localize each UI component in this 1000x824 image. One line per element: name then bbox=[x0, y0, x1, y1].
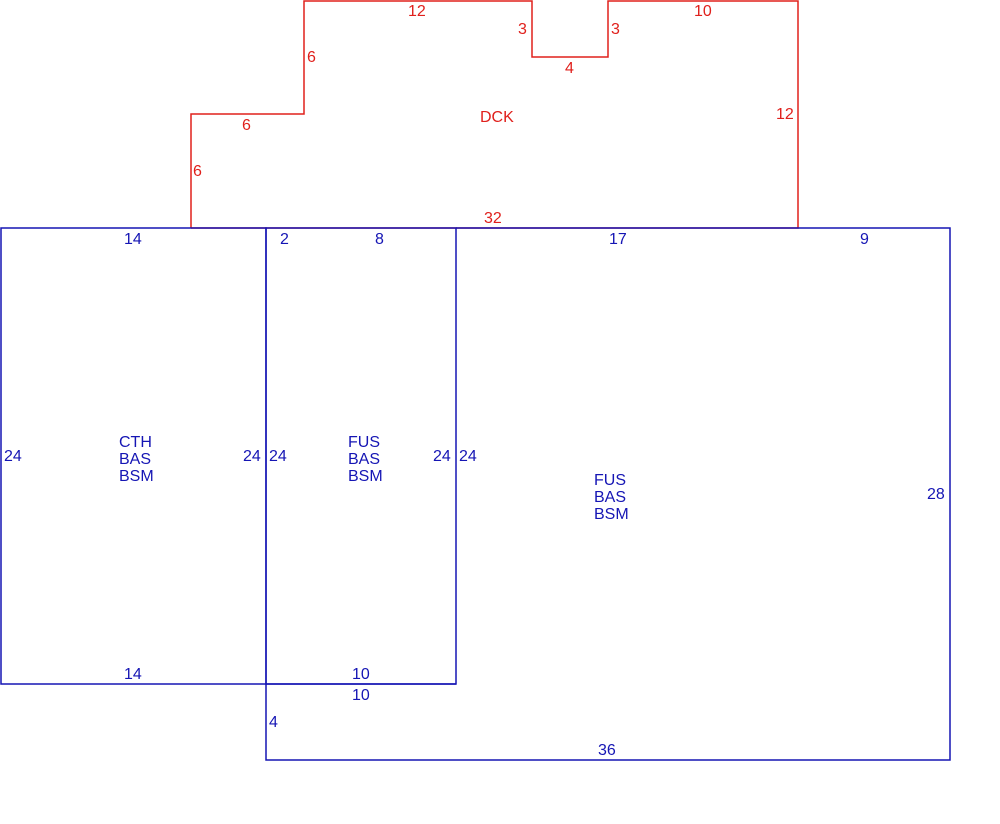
deck-dim-bottom: 32 bbox=[484, 210, 502, 227]
middle-label-3: BSM bbox=[348, 468, 383, 485]
right-section-outline bbox=[265, 227, 951, 761]
middle-dim-right: 24 bbox=[433, 448, 451, 465]
deck-dim-step-horizontal: 6 bbox=[242, 117, 251, 134]
right-dim-left: 24 bbox=[459, 448, 477, 465]
left-label-3: BSM bbox=[119, 468, 154, 485]
left-dim-left: 24 bbox=[4, 448, 22, 465]
right-dim-lower-top: 10 bbox=[352, 687, 370, 704]
middle-dim-top-a: 2 bbox=[280, 231, 289, 248]
deck-dim-step-left: 6 bbox=[193, 163, 202, 180]
deck-dim-step-top-left: 6 bbox=[307, 49, 316, 66]
right-dim-top-b: 9 bbox=[860, 231, 869, 248]
right-dim-bottom: 36 bbox=[598, 742, 616, 759]
middle-dim-bottom: 10 bbox=[352, 666, 370, 683]
middle-label-1: FUS bbox=[348, 434, 380, 451]
right-dim-right: 28 bbox=[927, 486, 945, 503]
right-label-1: FUS bbox=[594, 472, 626, 489]
deck-outline bbox=[190, 0, 799, 229]
left-label-1: CTH bbox=[119, 434, 152, 451]
deck-dim-notch-right: 3 bbox=[611, 21, 620, 38]
left-dim-top: 14 bbox=[124, 231, 142, 248]
deck-dim-right: 12 bbox=[776, 106, 794, 123]
right-dim-top-a: 17 bbox=[609, 231, 627, 248]
right-label-2: BAS bbox=[594, 489, 626, 506]
right-label-3: BSM bbox=[594, 506, 629, 523]
right-dim-lower-left: 4 bbox=[269, 714, 278, 731]
middle-dim-left: 24 bbox=[269, 448, 287, 465]
middle-dim-top-b: 8 bbox=[375, 231, 384, 248]
middle-label-2: BAS bbox=[348, 451, 380, 468]
left-dim-bottom: 14 bbox=[124, 666, 142, 683]
deck-label: DCK bbox=[480, 109, 514, 126]
left-dim-right: 24 bbox=[243, 448, 261, 465]
deck-dim-notch-bottom: 4 bbox=[565, 60, 574, 77]
deck-dim-top-left: 12 bbox=[408, 3, 426, 20]
deck-dim-top-right: 10 bbox=[694, 3, 712, 20]
deck-dim-notch-left: 3 bbox=[518, 21, 527, 38]
left-label-2: BAS bbox=[119, 451, 151, 468]
